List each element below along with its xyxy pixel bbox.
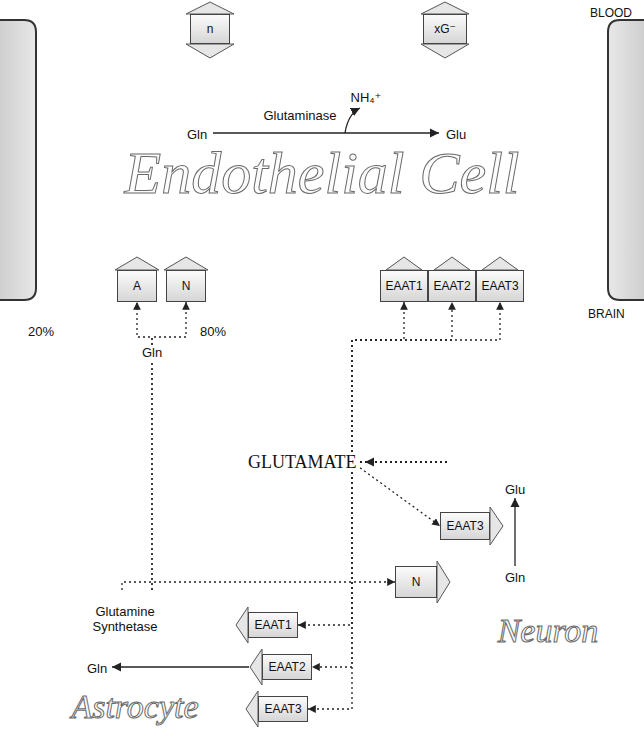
- metabolite-label: Glu: [505, 482, 525, 497]
- cell-shape: [45, 21, 599, 299]
- metabolite-label: Gln: [505, 570, 525, 585]
- dotted-arrow: [352, 302, 500, 462]
- percentage-label: 20%: [28, 324, 54, 339]
- transporter-name: EAAT3: [264, 702, 301, 716]
- transport-arrowhead: [246, 691, 258, 727]
- text-holder: Gln: [505, 568, 525, 586]
- transporter-name: EAAT1: [254, 618, 291, 632]
- dotted-arrow: [352, 462, 447, 526]
- transporter-name: xG⁻: [434, 22, 456, 36]
- transporter-box: EAAT1: [380, 270, 428, 302]
- endothelial-cell: Endothelial CellGln Glutaminase NH₄⁺ Glu n xG…: [44, 20, 600, 300]
- transport-arrowhead: [236, 607, 248, 643]
- transport-arrowhead: [186, 44, 234, 58]
- metabolite-label: Glu: [446, 127, 466, 142]
- transport-arrowhead: [437, 561, 450, 603]
- transport-arrowhead: [386, 257, 422, 270]
- transport-arrowhead: [115, 257, 159, 270]
- text-holder: Glutamine Synthetase: [83, 604, 167, 635]
- cell-watermark: Endothelial Cell: [125, 140, 520, 206]
- reaction-arrow: [345, 108, 360, 133]
- transporter-name: EAAT3: [481, 279, 518, 293]
- text-holder: Gln: [187, 125, 207, 143]
- transport-arrowhead: [250, 649, 262, 685]
- text-holder: GLUTAMATE: [246, 452, 359, 472]
- dotted-arrow: [312, 462, 447, 667]
- text-holder: 20%: [28, 322, 54, 340]
- dotted-arrow: [352, 302, 447, 462]
- enzyme-label: Glutaminase: [264, 108, 337, 123]
- transporter-box: A: [117, 270, 157, 302]
- text-holder: Glu: [505, 480, 525, 498]
- text-holder: BRAIN: [588, 304, 625, 322]
- transporter-box: EAAT2: [428, 270, 476, 302]
- transport-arrowhead: [421, 44, 469, 58]
- transporter-box: N: [166, 270, 206, 302]
- text-holder: Astrocyte: [71, 688, 198, 725]
- reaction-arrow: [514, 498, 515, 566]
- transporter-box: EAAT3: [440, 512, 490, 540]
- text-holder: Neuron: [498, 612, 599, 649]
- text-holder: BLOOD: [590, 3, 632, 21]
- transport-arrowhead: [434, 257, 470, 270]
- transporter-name: A: [133, 279, 141, 293]
- transport-arrowhead: [186, 2, 234, 14]
- pool-label: GLUTAMATE: [246, 452, 359, 472]
- text-holder: Glu: [446, 125, 466, 143]
- region-label: BLOOD: [590, 6, 632, 20]
- region-label: BRAIN: [588, 307, 625, 321]
- dotted-arrow: [298, 462, 447, 625]
- cell-watermark: Astrocyte: [71, 688, 198, 725]
- transport-arrowhead: [421, 2, 469, 14]
- text-holder: Gln: [140, 343, 164, 361]
- enzyme-label: Glutamine Synthetase: [83, 604, 167, 634]
- transporter-name: EAAT3: [446, 519, 483, 533]
- dotted-arrow: [308, 462, 447, 709]
- transporter-name: EAAT2: [268, 660, 305, 674]
- transport-arrowhead: [164, 257, 208, 270]
- transporter-box: EAAT3: [476, 270, 524, 302]
- text-holder: NH₄⁺: [351, 88, 382, 106]
- byproduct-label: NH₄⁺: [351, 90, 382, 105]
- astrocyte-cell: Glutamine SynthetaseGlnAstrocyte EAAT1EAA…: [2, 590, 312, 746]
- cell-shape: [392, 394, 644, 749]
- cell-watermark: Neuron: [498, 612, 599, 649]
- transporter-box: N: [395, 566, 437, 598]
- transport-arrowhead: [490, 507, 503, 545]
- metabolite-label: Gln: [87, 661, 107, 676]
- transporter-name: EAAT2: [433, 279, 470, 293]
- transport-arrowhead: [482, 257, 518, 270]
- percentage-label: 80%: [200, 324, 226, 339]
- dotted-arrow: [352, 302, 452, 462]
- transporter-name: N: [182, 279, 191, 293]
- transporter-box: n: [190, 14, 230, 44]
- neighbor-cell: [0, 20, 36, 300]
- metabolite-label: Gln: [140, 345, 164, 360]
- reaction-arrow: [112, 666, 249, 667]
- neuron-cell: GluGlnNeuron EAAT3N: [384, 392, 644, 749]
- text-holder: Endothelial Cell: [125, 140, 520, 206]
- transporter-box: EAAT1: [248, 612, 298, 638]
- transporter-name: n: [207, 22, 214, 36]
- transporter-box: EAAT3: [258, 696, 308, 722]
- dotted-arrow: [122, 582, 395, 590]
- text-holder: Glutaminase: [264, 106, 337, 124]
- reaction-arrow: [213, 132, 439, 133]
- metabolite-label: Gln: [187, 127, 207, 142]
- transporter-name: EAAT1: [385, 279, 422, 293]
- transporter-name: N: [412, 575, 421, 589]
- text-holder: Gln: [87, 659, 107, 677]
- text-holder: 80%: [200, 322, 226, 340]
- transporter-box: EAAT2: [262, 654, 312, 680]
- transporter-box: xG⁻: [423, 14, 467, 44]
- neighbor-cell: [608, 20, 644, 300]
